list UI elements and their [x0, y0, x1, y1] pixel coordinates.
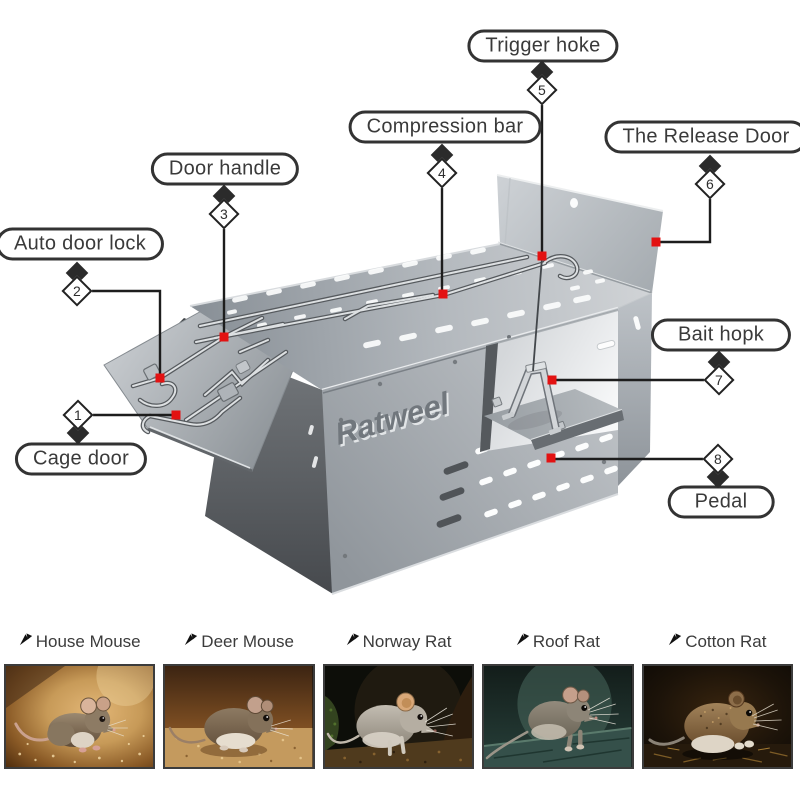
- rodent-item-cotton-rat: Cotton Rat: [641, 629, 794, 769]
- pointer-icon: [346, 632, 359, 645]
- callout-label-pedal: Pedal: [667, 485, 775, 519]
- rodent-item-norway-rat: Norway Rat: [322, 629, 475, 769]
- trap-right-wall: [618, 293, 652, 486]
- rodent-gallery: House Mouse: [4, 629, 794, 769]
- trap-diagram: Ratweel Ratweel: [92, 105, 712, 595]
- rodent-label: Norway Rat: [323, 629, 474, 654]
- part-marker-6: [651, 237, 661, 247]
- rodent-name: Deer Mouse: [201, 631, 294, 651]
- callout-label-release-door: The Release Door: [604, 120, 800, 154]
- part-marker-1: [171, 410, 181, 420]
- callout-label-auto-door-lock: Auto door lock: [0, 227, 165, 261]
- part-marker-2: [155, 373, 165, 383]
- trigger-rod: [532, 257, 543, 372]
- rodent-label: Roof Rat: [482, 629, 633, 654]
- rodent-item-roof-rat: Roof Rat: [482, 629, 634, 769]
- rodent-label: House Mouse: [4, 629, 155, 654]
- bait-hook: [501, 361, 562, 436]
- part-marker-7: [547, 375, 557, 385]
- pointer-icon: [19, 632, 32, 645]
- pointer-icon: [516, 632, 529, 645]
- rodent-name: Norway Rat: [362, 631, 452, 651]
- rodent-name: Roof Rat: [532, 631, 600, 651]
- part-marker-4: [438, 289, 448, 299]
- rodent-item-deer-mouse: Deer Mouse: [163, 629, 315, 769]
- trap-release-door: [496, 174, 664, 293]
- part-marker-8: [546, 453, 556, 463]
- rodent-label: Deer Mouse: [163, 629, 314, 654]
- roof-rat-photo: [482, 664, 634, 769]
- pointer-icon: [669, 632, 682, 645]
- deer-mouse-photo: [163, 664, 315, 769]
- house-mouse-photo: [4, 664, 156, 769]
- callout-label-cage-door: Cage door: [14, 442, 148, 476]
- norway-rat-photo: [322, 664, 475, 769]
- part-markers: [155, 237, 661, 463]
- pointer-icon: [185, 632, 198, 645]
- trap-cage-door-ramp: [103, 308, 303, 473]
- rodent-label: Cotton Rat: [642, 629, 793, 654]
- part-marker-5: [537, 251, 547, 261]
- callout-lines: [92, 105, 712, 461]
- rodent-item-house-mouse: House Mouse: [4, 629, 156, 769]
- cotton-rat-photo: [641, 664, 794, 769]
- callout-label-trigger-hoke: Trigger hoke: [467, 29, 619, 63]
- rodent-name: Cotton Rat: [685, 631, 767, 651]
- rodent-name: House Mouse: [35, 631, 141, 651]
- callout-label-compression-bar: Compression bar: [348, 110, 542, 144]
- part-marker-3: [219, 332, 229, 342]
- callout-label-bait-hopk: Bait hopk: [650, 318, 792, 352]
- callout-label-door-handle: Door handle: [150, 152, 300, 186]
